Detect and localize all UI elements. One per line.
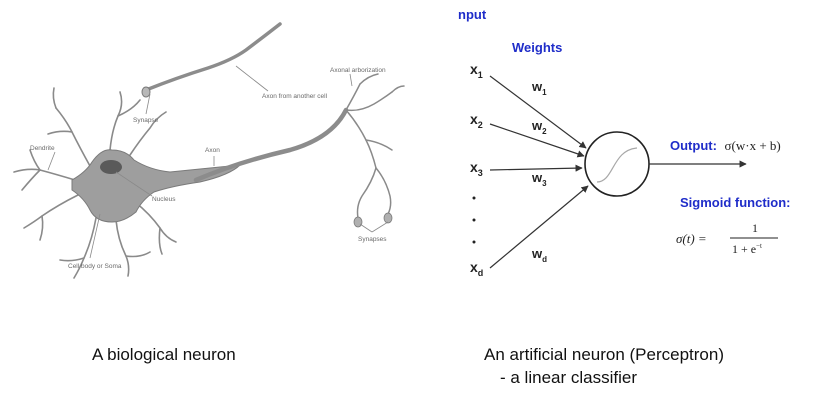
label-axon-from-another-cell: Axon from another cell: [262, 93, 328, 100]
input-xd: xd: [470, 259, 483, 278]
perceptron-caption-line1: An artificial neuron (Perceptron): [484, 345, 724, 364]
perceptron-caption-line2: - a linear classifier: [500, 368, 637, 387]
weight-wd: wd: [531, 246, 547, 264]
sigmoid-denominator: 1 + e−t: [732, 242, 762, 256]
label-leader-lines: [47, 65, 389, 259]
output-text: Output: σ(w·x + b): [670, 138, 781, 153]
input-arrows: [489, 75, 589, 269]
label-synapse: Synapse: [133, 117, 159, 124]
arrow-x3: [489, 164, 583, 172]
sigmoid-formula: σ(t) = 1 1 + e−t: [676, 221, 778, 256]
label-axonal-arborization: Axonal arborization: [330, 67, 386, 74]
label-nucleus: Nucleus: [152, 196, 176, 203]
perceptron-node: [584, 131, 650, 197]
biological-neuron-illustration: Axonal arborization Axon from another ce…: [13, 22, 405, 279]
dendrites: [13, 87, 177, 279]
input-x3: x3: [470, 159, 483, 178]
weights-label: Weights: [512, 40, 562, 55]
weight-w1: w1: [531, 79, 547, 97]
synapse-terminals: [353, 212, 393, 228]
input-x1: x1: [470, 61, 483, 80]
label-cell-body: Cell body or Soma: [68, 263, 122, 270]
axonal-arborization: [345, 73, 405, 219]
perceptron-diagram: nput Weights x1 x2 x3 xd w1 w2 w3 wd: [458, 7, 790, 278]
axon-from-another-cell: [144, 22, 282, 92]
cell-body: [71, 149, 242, 223]
synapse-terminal: [141, 86, 151, 98]
biological-neuron-caption: A biological neuron: [92, 345, 236, 364]
sigmoid-lhs: σ(t) =: [676, 231, 707, 246]
ellipsis-dots: [472, 196, 476, 244]
sigmoid-function-label: Sigmoid function:: [680, 195, 790, 210]
label-synapses: Synapses: [358, 236, 387, 243]
sigmoid-numerator: 1: [752, 221, 758, 235]
input-label: nput: [458, 7, 487, 22]
input-x2: x2: [470, 111, 483, 130]
axon: [193, 107, 349, 183]
arrow-xd: [489, 185, 589, 269]
arrow-x2: [489, 123, 585, 158]
weight-w2: w2: [531, 118, 547, 136]
label-dendrite: Dendrite: [30, 145, 55, 152]
label-axon: Axon: [205, 147, 220, 154]
weight-w3: w3: [531, 170, 547, 188]
sigmoid-curve-icon: [596, 147, 638, 183]
arrow-x1: [489, 75, 587, 149]
nucleus: [100, 160, 122, 174]
